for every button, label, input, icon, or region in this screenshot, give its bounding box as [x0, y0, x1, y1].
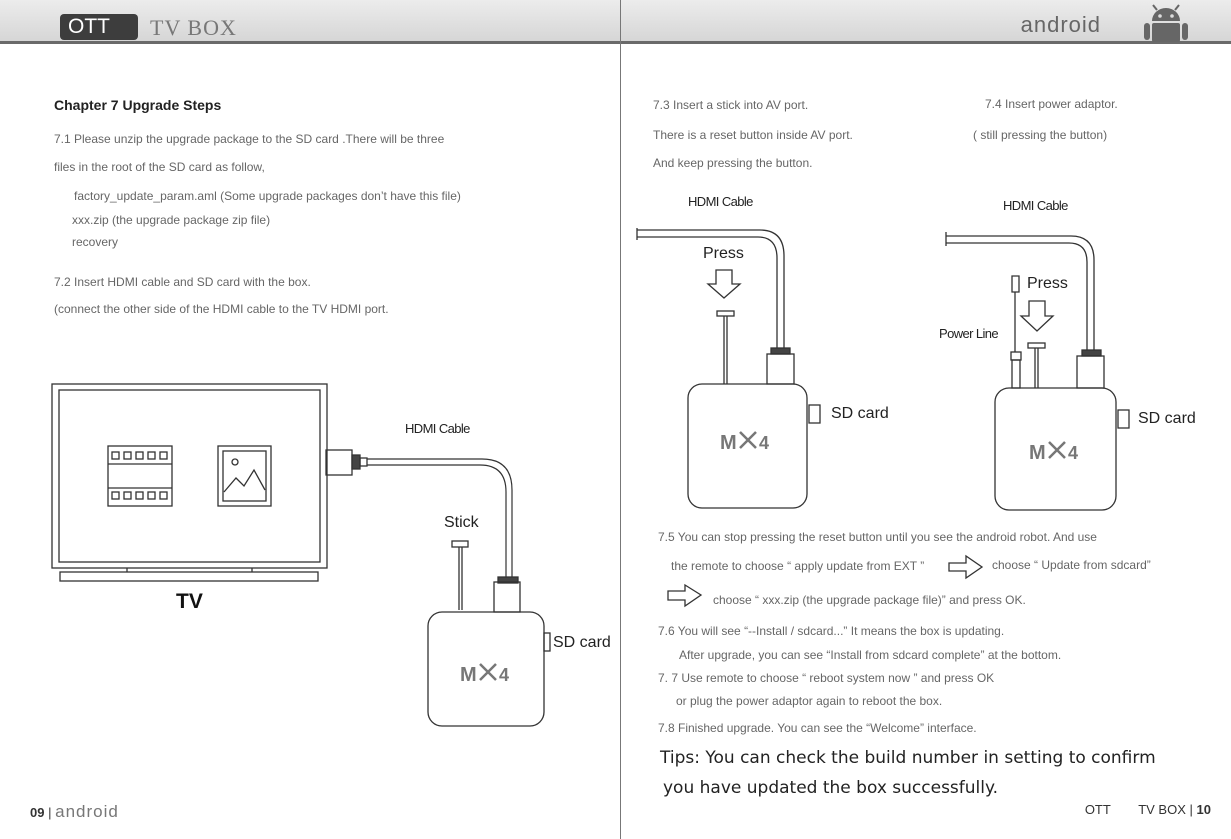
step-7-2-line1: 7.2 Insert HDMI cable and SD card with t…	[54, 275, 311, 289]
hdmi-cable-label: HDMI Cable	[1003, 198, 1068, 213]
film-strip-icon	[107, 445, 173, 507]
svg-text:4: 4	[499, 665, 509, 685]
step-7-1-line2: files in the root of the SD card as foll…	[54, 160, 265, 174]
ott-logo-badge: OTT	[60, 14, 138, 40]
file-list-item: factory_update_param.aml (Some upgrade p…	[74, 189, 461, 203]
android-wordmark: android	[1020, 12, 1101, 37]
tvbox-header-title: TV BOX	[150, 15, 237, 40]
mx4-logo-left: M 4	[460, 663, 509, 686]
footer-ott-badge: OTT	[1084, 802, 1111, 817]
mx4-logo-a: M 4	[720, 431, 769, 454]
right-footer: OTT TV BOX | 10	[1085, 802, 1211, 817]
stick-label: Stick	[444, 514, 479, 531]
footer-tvbox: TV BOX	[1138, 802, 1186, 817]
step-7-5-line1: 7.5 You can stop pressing the reset butt…	[658, 530, 1097, 544]
sd-card-label: SD card	[553, 634, 611, 651]
svg-text:4: 4	[1068, 443, 1078, 463]
chapter-title: Chapter 7 Upgrade Steps	[54, 97, 222, 113]
right-page-header: android	[621, 0, 1231, 44]
footer-separator: |	[1189, 802, 1193, 817]
tv-label: TV	[176, 590, 203, 613]
svg-text:M: M	[460, 664, 478, 686]
file-list-item: xxx.zip (the upgrade package zip file)	[72, 213, 271, 227]
press-label: Press	[703, 245, 744, 262]
hdmi-cable-label: HDMI Cable	[688, 194, 753, 209]
svg-text:4: 4	[759, 433, 769, 453]
sd-card-label: SD card	[831, 405, 889, 422]
footer-android-wordmark: android	[55, 802, 119, 821]
page-spine-divider	[620, 0, 621, 839]
android-robot-icon	[1144, 4, 1188, 42]
footer-separator: |	[48, 805, 52, 820]
tips-line1: Tips: You can check the build number in …	[660, 748, 1156, 768]
svg-text:M: M	[720, 432, 737, 454]
svg-text:M: M	[1029, 442, 1046, 464]
picture-icon	[217, 445, 272, 507]
step-7-6-line1: 7.6 You will see “--Install / sdcard...”…	[658, 624, 1005, 638]
step-7-1-line1: 7.1 Please unzip the upgrade package to …	[54, 132, 445, 146]
press-label: Press	[1027, 275, 1068, 292]
step-7-5-line2: the remote to choose “ apply update from…	[671, 559, 925, 573]
step-7-2-line2: (connect the other side of the HDMI cabl…	[54, 302, 389, 316]
step-7-3-line1: 7.3 Insert a stick into AV port.	[653, 98, 809, 112]
step-7-4-line1: 7.4 Insert power adaptor.	[985, 97, 1118, 111]
step-7-3-line3: And keep pressing the button.	[653, 156, 813, 170]
step-7-4-line2: ( still pressing the button)	[973, 128, 1108, 142]
step-7-5-line2b: choose “ Update from sdcard”	[992, 558, 1151, 572]
left-page-header: OTT TV BOX	[0, 0, 620, 44]
step-7-8: 7.8 Finished upgrade. You can see the “W…	[658, 721, 977, 735]
tips-line2: you have updated the box successfully.	[663, 778, 999, 798]
step-7-3-line2: There is a reset button inside AV port.	[653, 128, 853, 142]
tv-illustration	[51, 383, 328, 582]
file-list-item: recovery	[72, 235, 119, 249]
hdmi-cable-label: HDMI Cable	[405, 421, 470, 436]
sd-card-label: SD card	[1138, 410, 1196, 427]
power-line-label: Power Line	[939, 326, 999, 341]
mx4-logo-b: M 4	[1029, 441, 1078, 464]
left-page-number: 09	[30, 805, 45, 820]
step-7-7-line2: or plug the power adaptor again to reboo…	[676, 694, 943, 708]
left-footer: 09 | android	[30, 802, 119, 822]
step-7-5-line3: choose “ xxx.zip (the upgrade package fi…	[713, 593, 1026, 607]
step-7-7-line1: 7. 7 Use remote to choose “ reboot syste…	[658, 671, 995, 685]
step-7-6-line2: After upgrade, you can see “Install from…	[679, 648, 1062, 662]
right-page-number: 10	[1196, 802, 1211, 817]
